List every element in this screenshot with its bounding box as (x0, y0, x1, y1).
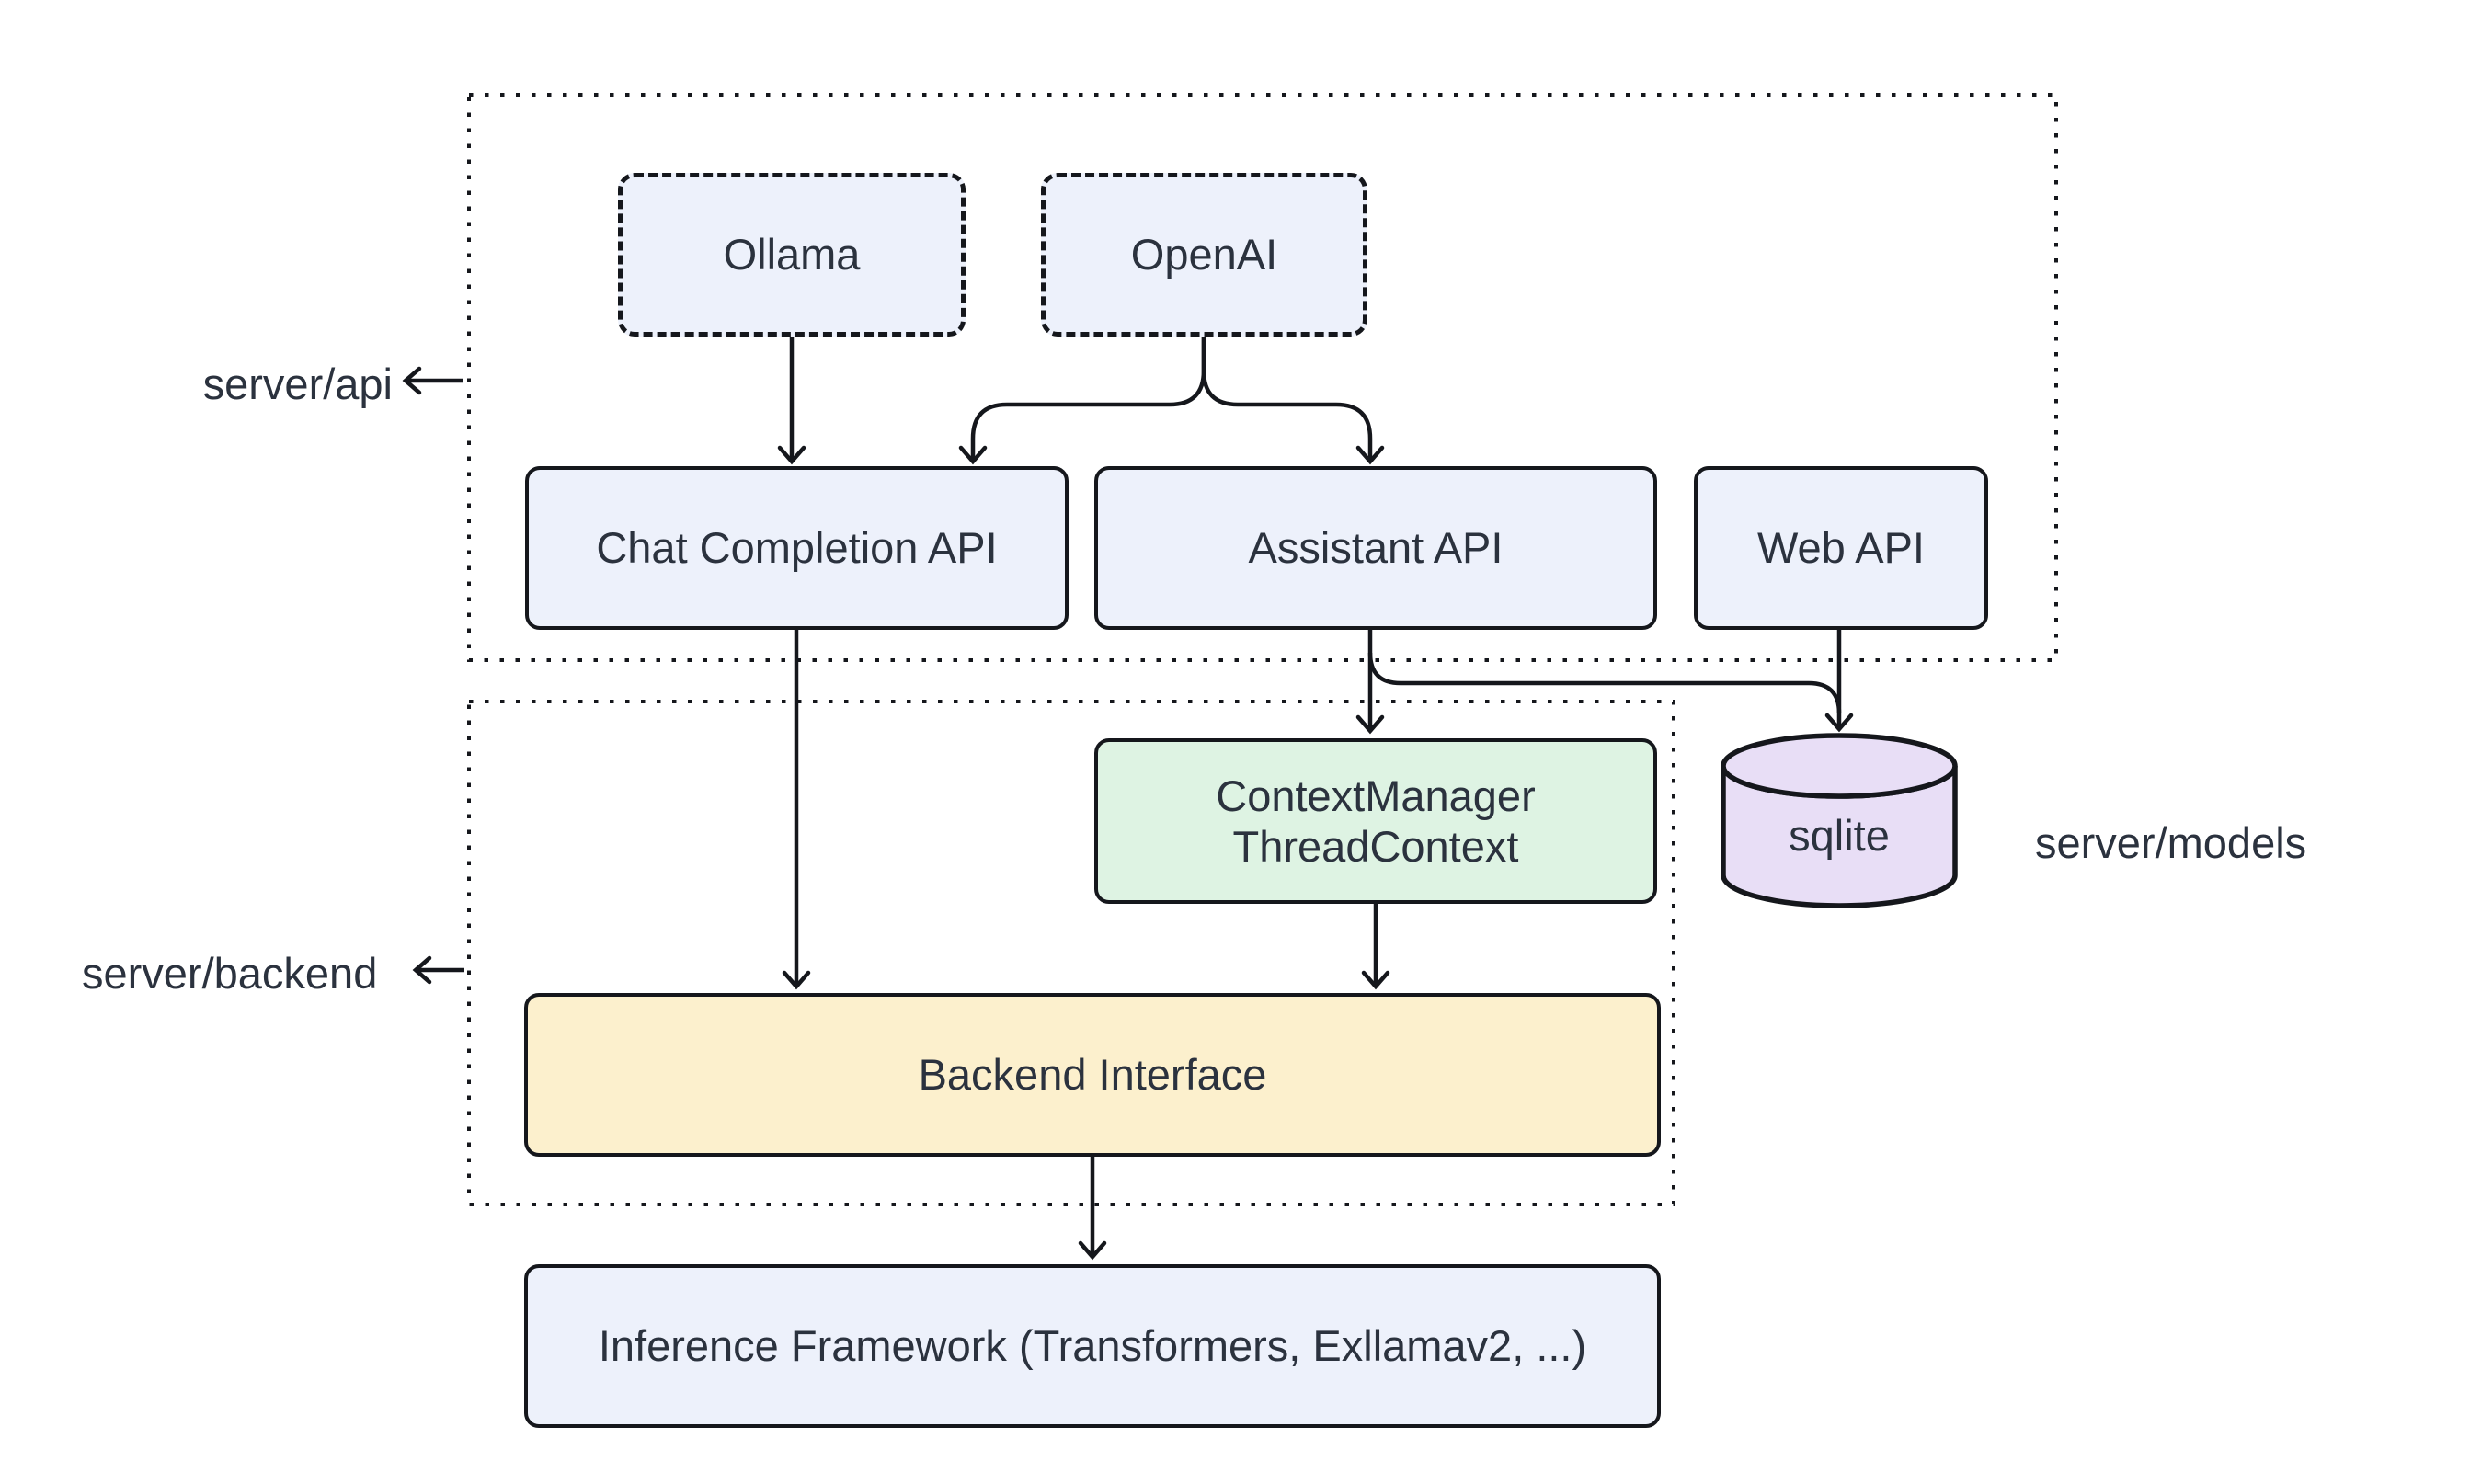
server-models-group-label: server/models (2035, 818, 2307, 867)
edge-openai-to-assistant-api (1201, 337, 1385, 465)
node-inference-framework: Inference Framework (Transformers, Exlla… (524, 1264, 1661, 1428)
node-web-api: Web API (1694, 466, 1988, 630)
node-assistant-api-label: Assistant API (1248, 523, 1504, 573)
sqlite-cylinder-top (1721, 733, 1958, 799)
sqlite-cylinder (1721, 733, 1958, 908)
node-backend-interface-label: Backend Interface (918, 1050, 1267, 1100)
node-ollama-label: Ollama (723, 230, 861, 280)
node-chat-completion-api-label: Chat Completion API (596, 523, 998, 573)
server-backend-group-border (467, 700, 1675, 1206)
server-api-group-label: server/api (202, 360, 393, 408)
node-openai-label: OpenAI (1130, 230, 1278, 280)
node-context-manager: ContextManager ThreadContext (1094, 738, 1657, 904)
node-inference-framework-label: Inference Framework (Transformers, Exlla… (598, 1321, 1587, 1371)
node-context-manager-label-line2: ThreadContext (1232, 822, 1519, 871)
node-backend-interface: Backend Interface (524, 993, 1661, 1157)
node-ollama: Ollama (618, 173, 966, 337)
node-assistant-api: Assistant API (1094, 466, 1657, 630)
node-chat-completion-api: Chat Completion API (525, 466, 1069, 630)
node-openai: OpenAI (1041, 173, 1367, 337)
edge-assistant-api-to-sqlite (1367, 652, 1842, 714)
edge-openai-to-chat-completion (958, 337, 1206, 465)
node-sqlite-label-wrap: sqlite (1723, 802, 1955, 868)
node-sqlite-label: sqlite (1789, 810, 1890, 860)
server-backend-group-label: server/backend (82, 949, 378, 998)
node-context-manager-label-line1: ContextManager (1216, 771, 1536, 820)
node-web-api-label: Web API (1756, 523, 1925, 573)
